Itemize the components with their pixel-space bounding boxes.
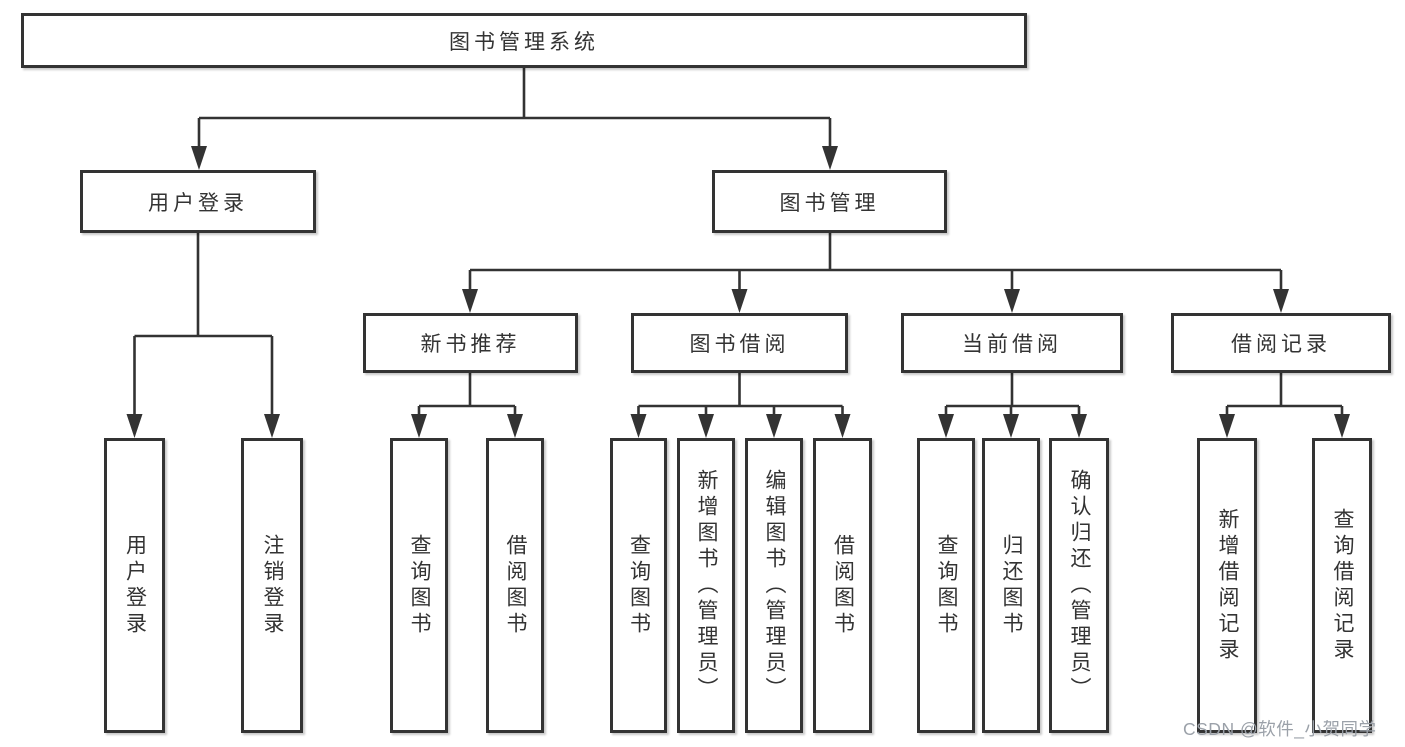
node-borrowing-records: 借阅记录 (1171, 313, 1391, 373)
node-label: 新书推荐 (420, 333, 521, 356)
node-label: 图书借阅 (689, 333, 790, 356)
leaf-borrowing-query-books: 查询图书 (610, 438, 667, 733)
arrow-icon (822, 146, 838, 170)
node-root-system: 图书管理系统 (21, 13, 1027, 68)
node-label: 当前借阅 (962, 333, 1062, 356)
node-label: 注销登录 (261, 533, 284, 638)
node-label: 查询图书 (408, 533, 431, 638)
arrow-icon (1334, 414, 1350, 438)
arrow-icon (191, 146, 207, 170)
node-user-login-module: 用户登录 (80, 170, 316, 233)
arrow-icon (126, 414, 143, 438)
connector-bookmgmt-to-level3 (468, 233, 1283, 294)
arrow-icon (462, 289, 478, 313)
node-label: 用户登录 (123, 533, 147, 638)
arrow-icon (507, 414, 523, 438)
arrow-icon (630, 414, 647, 438)
leaf-user-login: 用户登录 (104, 438, 165, 733)
node-label: 确认归还（管理员） (1068, 468, 1091, 703)
node-current-borrowing: 当前借阅 (901, 313, 1123, 373)
arrow-icon (1004, 289, 1020, 313)
connector-records-to-leaves (1225, 373, 1344, 418)
connector-userlogin-to-leaves (133, 233, 274, 416)
connector-current-to-leaves (944, 373, 1081, 418)
leaf-current-return-books: 归还图书 (982, 438, 1040, 733)
arrow-icon (1071, 414, 1087, 438)
connector-newbooks-to-leaves (417, 373, 517, 418)
arrow-icon (698, 414, 714, 438)
node-label: 查询图书 (935, 533, 958, 638)
arrow-icon (1219, 414, 1235, 438)
node-label: 新增图书（管理员） (695, 468, 718, 703)
arrow-icon (1273, 289, 1289, 313)
leaf-borrowing-edit-books-admin: 编辑图书（管理员） (745, 438, 803, 733)
leaf-newbooks-borrow-books: 借阅图书 (486, 438, 544, 733)
node-label: 查询图书 (627, 533, 651, 638)
leaf-newbooks-query-books: 查询图书 (390, 438, 448, 733)
leaf-current-confirm-return-admin: 确认归还（管理员） (1049, 438, 1109, 733)
arrow-icon (411, 414, 427, 438)
leaf-records-query-record: 查询借阅记录 (1312, 438, 1372, 733)
connector-borrowing-to-leaves (637, 373, 844, 418)
arrow-icon (938, 414, 954, 438)
node-book-borrowing: 图书借阅 (631, 313, 848, 373)
arrow-icon (766, 414, 782, 438)
node-label: 归还图书 (1000, 533, 1023, 638)
node-label: 借阅图书 (504, 533, 527, 638)
connector-root-to-level2 (197, 68, 832, 150)
leaf-current-query-books: 查询图书 (917, 438, 975, 733)
arrow-icon (264, 414, 280, 438)
node-label: 图书管理 (779, 191, 880, 215)
leaf-records-add-record: 新增借阅记录 (1197, 438, 1257, 733)
leaf-borrowing-add-books-admin: 新增图书（管理员） (677, 438, 735, 733)
arrow-icon (834, 414, 851, 438)
node-label: 查询借阅记录 (1331, 507, 1354, 664)
node-label: 借阅图书 (831, 533, 855, 638)
leaf-logout: 注销登录 (241, 438, 303, 733)
node-label: 图书管理系统 (449, 30, 599, 54)
node-label: 借阅记录 (1231, 333, 1331, 356)
node-new-book-recommendation: 新书推荐 (363, 313, 578, 373)
node-label: 编辑图书（管理员） (763, 468, 786, 703)
leaf-borrowing-borrow-books: 借阅图书 (813, 438, 872, 733)
arrow-icon (1003, 414, 1019, 438)
node-book-management-module: 图书管理 (712, 170, 947, 233)
node-label: 用户登录 (148, 191, 248, 215)
arrow-icon (731, 289, 748, 313)
node-label: 新增借阅记录 (1216, 507, 1239, 664)
csdn-watermark: CSDN @软件_小贺同学 (1183, 719, 1377, 739)
